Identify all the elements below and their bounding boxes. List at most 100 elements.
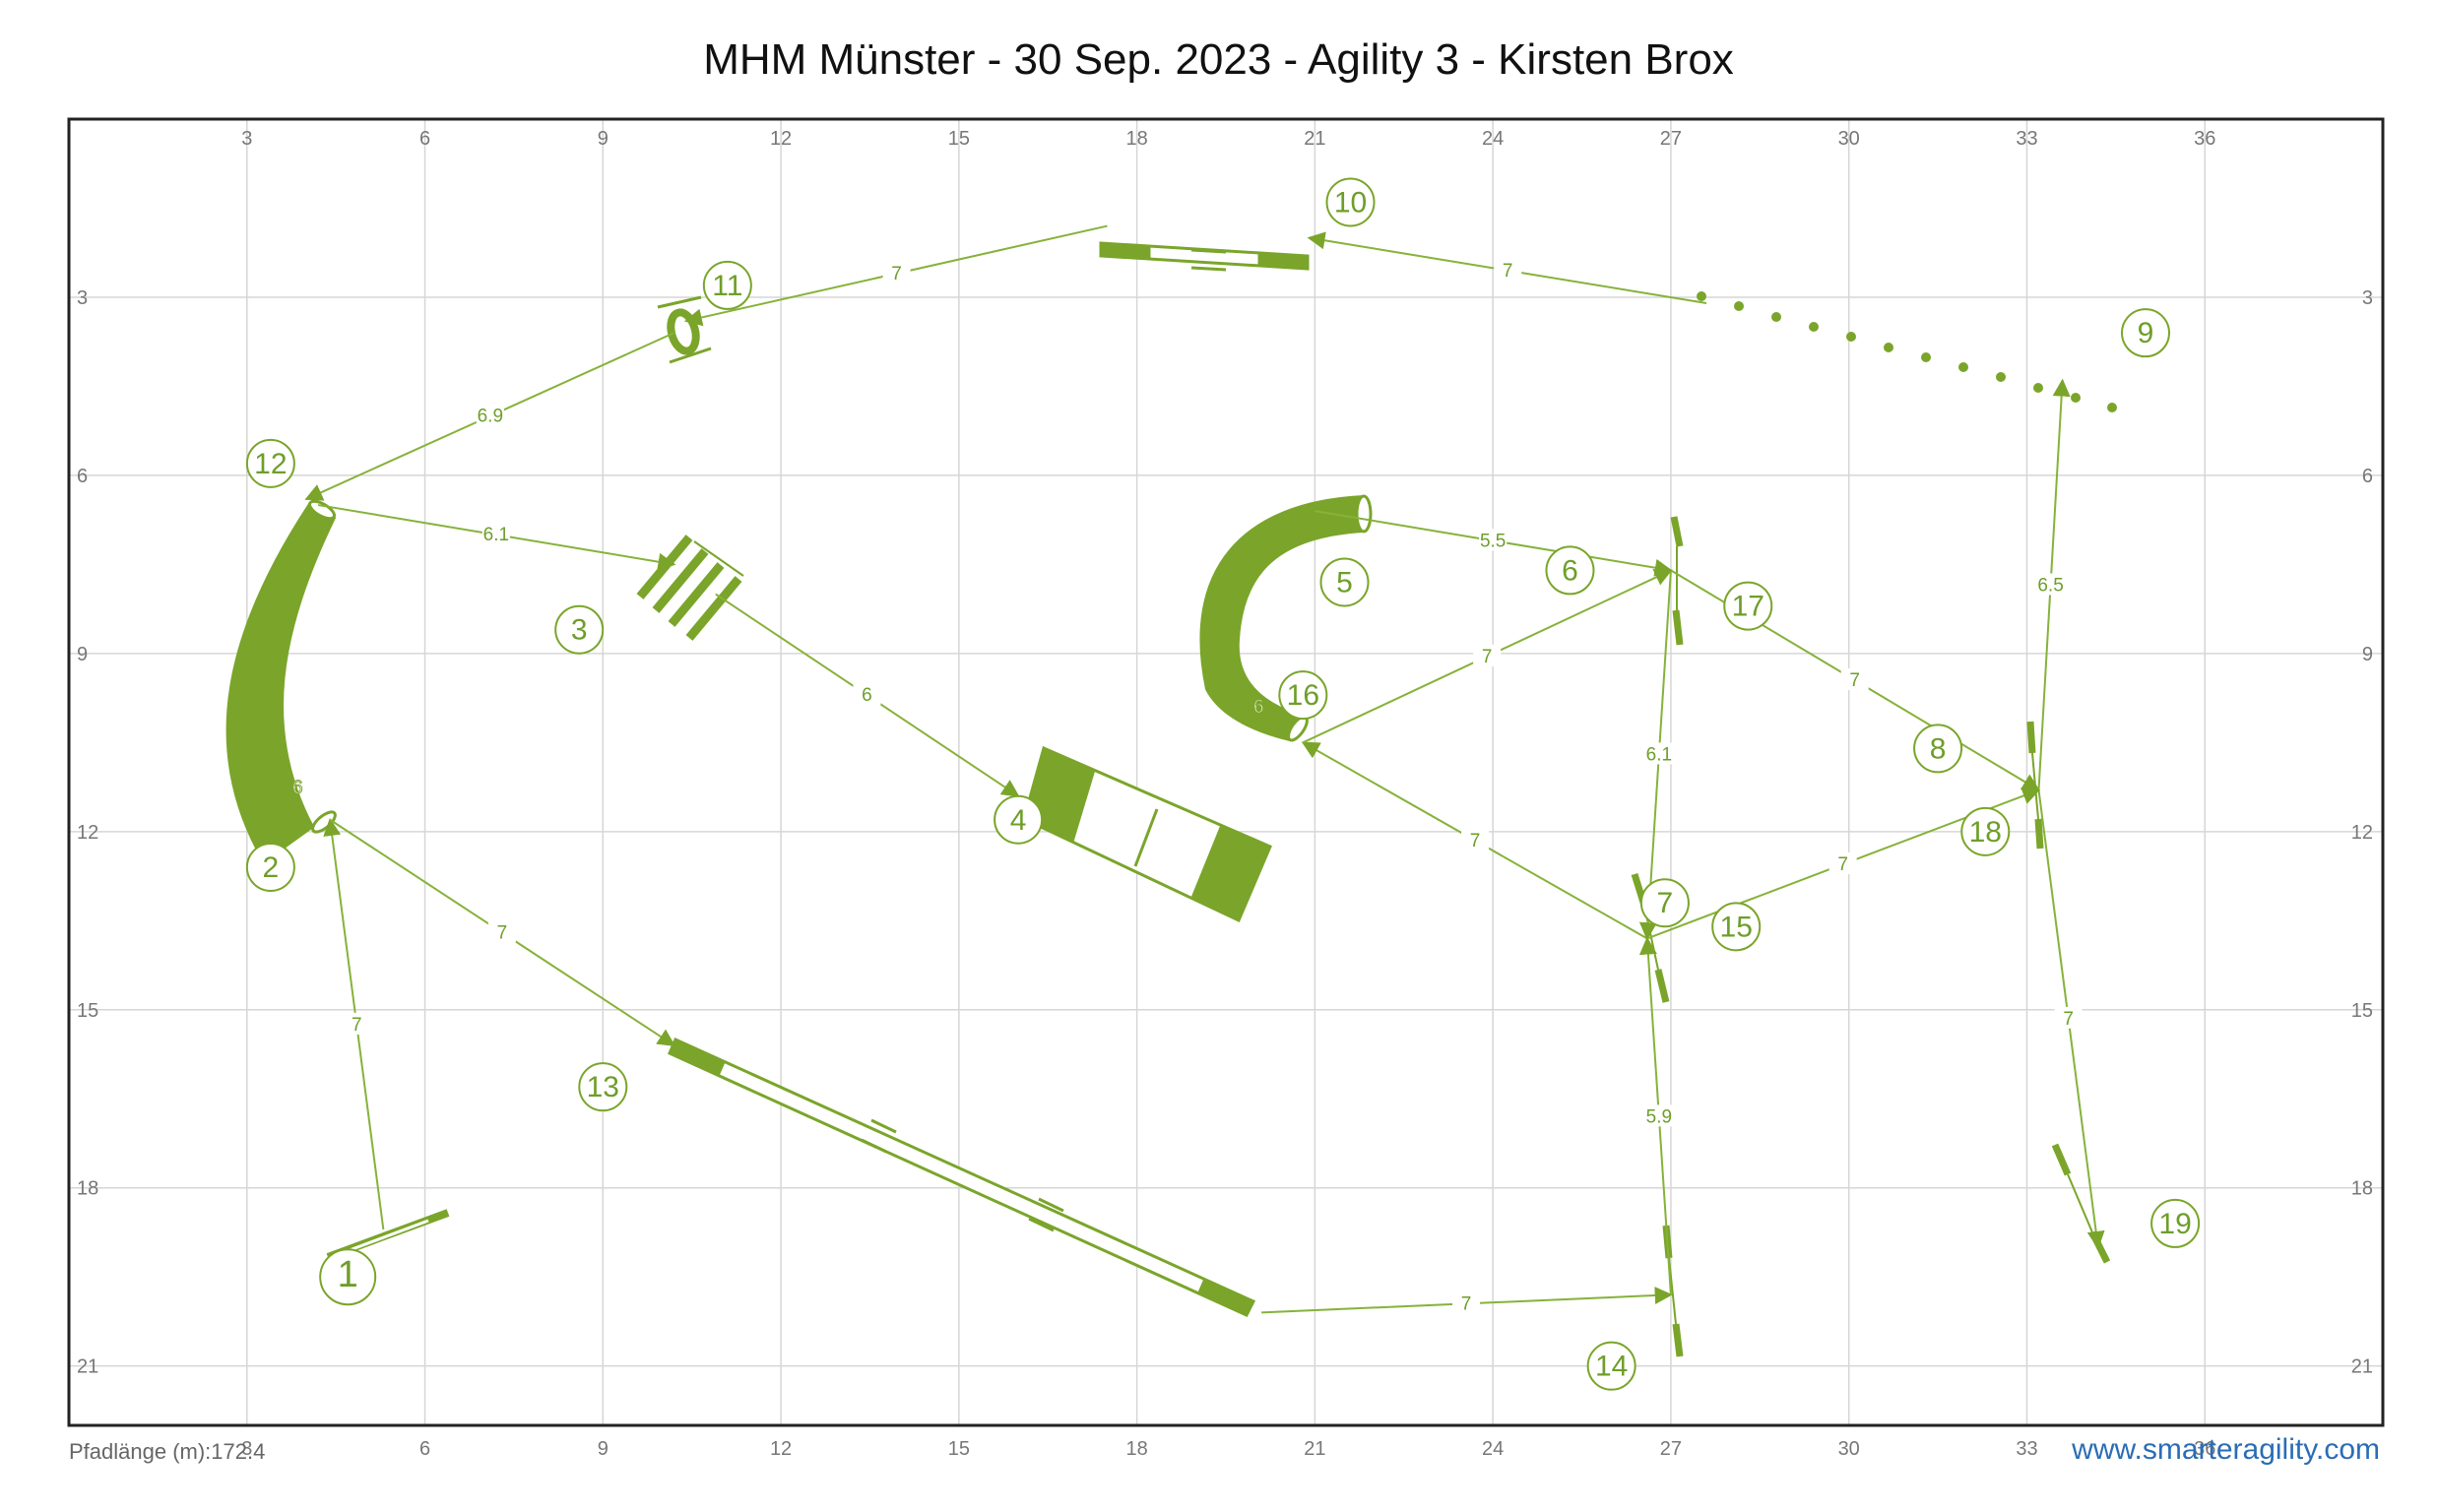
obstacle-number-circle bbox=[245, 843, 295, 893]
tunnel-length-label: 6 bbox=[292, 778, 303, 798]
x-tick-top: 24 bbox=[1482, 128, 1504, 150]
obstacle-number-circle bbox=[1723, 581, 1773, 631]
x-tick-top: 3 bbox=[241, 128, 252, 150]
obstacle-number-circle bbox=[578, 1062, 628, 1112]
distance-label: 5.9 bbox=[1646, 1106, 1672, 1127]
y-tick-left: 18 bbox=[77, 1178, 98, 1200]
obstacle-number-circle bbox=[1319, 557, 1370, 607]
obstacle-number: 14 bbox=[1595, 1351, 1628, 1383]
distance-label: 7 bbox=[1503, 261, 1513, 282]
table-10 bbox=[1099, 241, 1310, 272]
x-tick-top: 30 bbox=[1838, 128, 1860, 150]
y-tick-right: 15 bbox=[2351, 1000, 2373, 1022]
obstacle-number-circle bbox=[245, 438, 295, 488]
course-title: MHM Münster - 30 Sep. 2023 - Agility 3 -… bbox=[703, 35, 1734, 84]
y-tick-right: 3 bbox=[2362, 287, 2373, 309]
y-tick-right: 12 bbox=[2351, 822, 2373, 844]
dogwalk-13 bbox=[668, 1038, 1256, 1317]
x-tick-top: 27 bbox=[1660, 128, 1682, 150]
obstacle-number-circle bbox=[994, 794, 1044, 845]
tunnel-5-16: 6 bbox=[1199, 494, 1373, 742]
x-tick-bottom: 36 bbox=[2194, 1438, 2215, 1460]
obstacle-number: 16 bbox=[1287, 679, 1319, 712]
distance-label-bg bbox=[1494, 258, 1522, 281]
distance-label: 7 bbox=[1482, 647, 1493, 667]
website-link[interactable]: www.smarteragility.com bbox=[2072, 1433, 2380, 1466]
distance-label: 7 bbox=[2063, 1009, 2074, 1030]
x-tick-top: 15 bbox=[948, 128, 970, 150]
x-tick-bottom: 21 bbox=[1304, 1438, 1325, 1460]
x-tick-top: 36 bbox=[2194, 128, 2215, 150]
obstacle-number-circle bbox=[1586, 1341, 1636, 1391]
distance-label: 6.1 bbox=[483, 525, 509, 545]
distance-label: 7 bbox=[497, 922, 508, 943]
obstacle-number-circle bbox=[1278, 670, 1328, 721]
distance-label-bg bbox=[882, 261, 911, 284]
obstacle-number: 10 bbox=[1334, 186, 1367, 219]
plot-border bbox=[67, 117, 2385, 1427]
distance-label: 7 bbox=[352, 1015, 362, 1036]
distance-label: 7 bbox=[1837, 854, 1848, 875]
obstacle-number-circle bbox=[1325, 177, 1376, 227]
x-tick-bottom: 9 bbox=[598, 1438, 609, 1460]
distance-label: 6 bbox=[862, 685, 872, 706]
x-tick-top: 18 bbox=[1125, 128, 1147, 150]
x-tick-top: 12 bbox=[770, 128, 792, 150]
obstacle-number-circle bbox=[2120, 308, 2170, 358]
x-tick-bottom: 15 bbox=[948, 1438, 970, 1460]
distance-label: 5.5 bbox=[1480, 531, 1506, 551]
obstacles: 6 6 bbox=[225, 241, 2117, 1357]
x-tick-bottom: 33 bbox=[2016, 1438, 2037, 1460]
tunnel-length-label: 6 bbox=[1253, 697, 1264, 718]
y-tick-right: 21 bbox=[2351, 1356, 2373, 1378]
weave-9 bbox=[1697, 291, 2117, 412]
distance-label-bg bbox=[2036, 573, 2065, 596]
obstacle-number: 11 bbox=[712, 270, 742, 302]
y-tick-left: 3 bbox=[77, 287, 88, 309]
distance-label-bg bbox=[1644, 742, 1673, 765]
y-tick-right: 9 bbox=[2362, 644, 2373, 665]
obstacle-number: 18 bbox=[1969, 816, 2002, 849]
obstacle-number: 9 bbox=[2138, 317, 2154, 349]
distance-label: 7 bbox=[1849, 670, 1860, 691]
x-tick-bottom: 12 bbox=[770, 1438, 792, 1460]
x-tick-top: 21 bbox=[1304, 128, 1325, 150]
x-tick-top: 9 bbox=[598, 128, 609, 150]
distance-label-bg bbox=[853, 683, 881, 706]
distance-label-bg bbox=[1479, 529, 1507, 551]
obstacle-number-circle bbox=[319, 1248, 377, 1306]
plot-background bbox=[69, 119, 2383, 1425]
obstacle-number: 5 bbox=[1336, 566, 1353, 598]
obstacle-number-circle bbox=[1711, 902, 1762, 952]
obstacle-number: 15 bbox=[1720, 911, 1753, 943]
jump-6-17 bbox=[1670, 516, 1684, 646]
obstacle-number-circle bbox=[1545, 545, 1595, 596]
distance-label: 6.5 bbox=[2037, 575, 2063, 596]
obstacle-number-circle bbox=[554, 604, 605, 655]
distance-label-bg bbox=[2054, 1006, 2083, 1029]
distance-label-bg bbox=[481, 523, 510, 545]
distance-label: 7 bbox=[891, 264, 902, 284]
obstacle-number-circle bbox=[1960, 806, 2011, 856]
obstacle-number: 19 bbox=[2158, 1208, 2191, 1240]
obstacle-number: 2 bbox=[263, 851, 280, 884]
jump-3 bbox=[636, 535, 744, 641]
x-tick-bottom: 6 bbox=[419, 1438, 430, 1460]
x-tick-bottom: 27 bbox=[1660, 1438, 1682, 1460]
x-tick-bottom: 3 bbox=[241, 1438, 252, 1460]
y-tick-left: 6 bbox=[77, 466, 88, 487]
y-tick-right: 6 bbox=[2362, 466, 2373, 487]
y-tick-left: 21 bbox=[77, 1356, 98, 1378]
obstacle-number-circle bbox=[702, 260, 752, 310]
distance-label-bg bbox=[1461, 828, 1490, 850]
distance-label-bg bbox=[1828, 851, 1857, 874]
obstacle-number: 8 bbox=[1930, 732, 1947, 765]
distance-label-bg bbox=[476, 404, 504, 426]
obstacle-number-circle bbox=[1913, 724, 1963, 774]
obstacle-number: 4 bbox=[1010, 804, 1027, 837]
obstacle-number-circle bbox=[2150, 1198, 2201, 1248]
obstacle-number: 7 bbox=[1657, 887, 1674, 919]
